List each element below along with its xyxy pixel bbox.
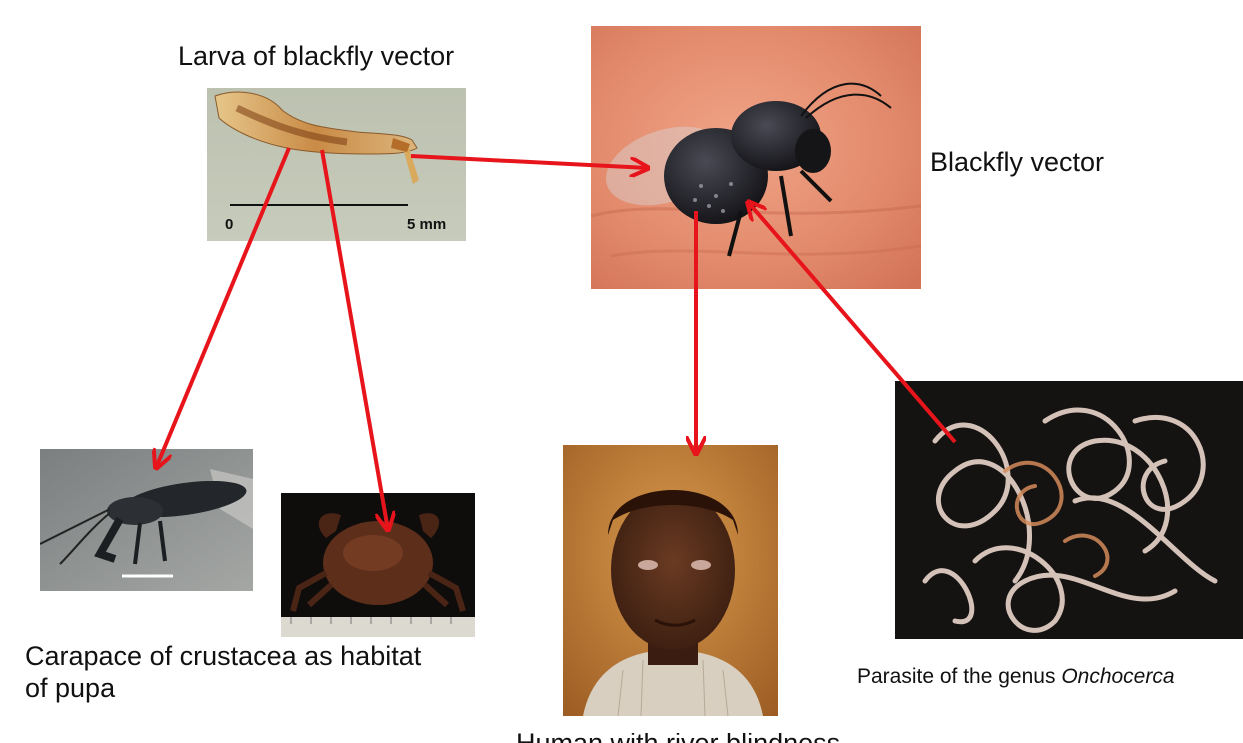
carapace-label-line1: Carapace of crustacea as habitat bbox=[25, 640, 421, 672]
crab-photo bbox=[281, 493, 475, 637]
larva-label: Larva of blackfly vector bbox=[178, 40, 454, 72]
scale-bar-end: 5 mm bbox=[407, 216, 446, 233]
human-label-text: Human with river blindness bbox=[516, 733, 840, 743]
parasite-label: Parasite of the genus Onchocerca bbox=[857, 664, 1243, 689]
carapace-label-line2: of pupa bbox=[25, 672, 421, 704]
parasite-photo bbox=[895, 381, 1243, 639]
scale-bar-start: 0 bbox=[225, 216, 233, 233]
human-label: Human with river blindness bbox=[516, 733, 840, 743]
parasite-label-prefix: Parasite of the genus bbox=[857, 665, 1061, 688]
carapace-label: Carapace of crustacea as habitat of pupa bbox=[25, 640, 421, 705]
blackfly-photo bbox=[591, 26, 921, 289]
blackfly-label: Blackfly vector bbox=[930, 146, 1104, 178]
crayfish-photo bbox=[40, 449, 253, 591]
human-photo bbox=[563, 445, 778, 716]
parasite-label-genus: Onchocerca bbox=[1061, 665, 1174, 688]
larva-photo: 0 5 mm bbox=[207, 88, 466, 241]
